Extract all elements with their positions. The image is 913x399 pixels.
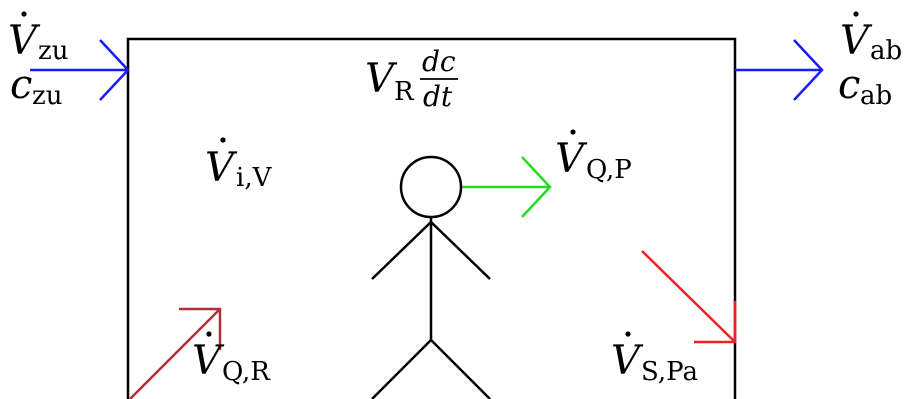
label-v-qp: V Q,P [555, 129, 632, 185]
person-right-leg [430, 339, 491, 399]
inflow-arrow [30, 39, 130, 101]
person-emission-arrow [460, 156, 552, 218]
person-figure [371, 155, 491, 399]
label-v-r-dcdt: V R dc dt [365, 45, 458, 113]
label-v-zu: V zu [8, 11, 68, 66]
svg-text:V: V [611, 338, 644, 384]
svg-text:ab: ab [860, 81, 892, 111]
label-v-iv: V i,V [205, 137, 273, 193]
label-c-ab: c ab [838, 62, 892, 111]
svg-text:V: V [555, 136, 588, 182]
person-left-leg [371, 339, 432, 399]
svg-text:S,Pa: S,Pa [641, 357, 698, 387]
dot-accent [570, 129, 576, 135]
svg-text:V: V [840, 18, 873, 64]
svg-text:ab: ab [870, 36, 902, 66]
svg-text:V: V [8, 18, 41, 64]
room-source-arrow [129, 307, 222, 399]
label-v-qr: V Q,R [192, 331, 271, 387]
label-v-ab: V ab [840, 11, 902, 66]
svg-text:R: R [394, 77, 415, 107]
dot-accent [21, 11, 27, 17]
svg-text:i,V: i,V [236, 163, 273, 193]
outflow-arrow [735, 39, 824, 101]
dot-accent [220, 137, 226, 143]
svg-text:c: c [838, 62, 860, 108]
dot-accent [206, 331, 212, 337]
person-right-arm [430, 221, 491, 280]
svg-text:dc: dc [422, 45, 456, 78]
room-box [126, 37, 737, 399]
svg-text:V: V [192, 338, 225, 384]
dot-accent [625, 331, 631, 337]
svg-text:V: V [205, 145, 238, 191]
svg-text:zu: zu [38, 36, 68, 66]
person-left-arm [371, 221, 432, 280]
svg-text:Q,P: Q,P [586, 155, 632, 185]
dot-accent [853, 11, 859, 17]
sink-arrow [641, 250, 737, 344]
person-head [399, 155, 463, 219]
svg-text:Q,R: Q,R [222, 357, 271, 387]
svg-text:dt: dt [423, 80, 453, 113]
svg-text:c: c [10, 62, 32, 108]
label-v-spa: V S,Pa [611, 331, 698, 387]
svg-text:zu: zu [32, 81, 62, 111]
label-c-zu: c zu [10, 62, 62, 111]
svg-text:V: V [365, 56, 398, 102]
